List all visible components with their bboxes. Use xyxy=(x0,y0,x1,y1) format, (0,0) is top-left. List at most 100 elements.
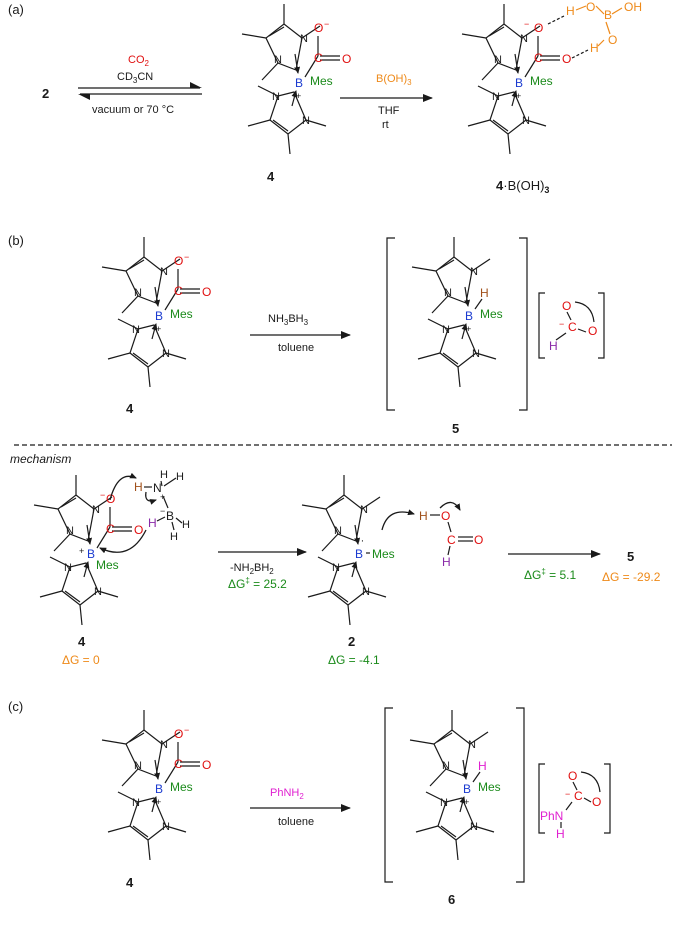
mechanism-compound-4: B + O − C O Mes N N N N xyxy=(34,475,143,625)
svg-text:C: C xyxy=(534,51,543,65)
svg-text:C: C xyxy=(568,320,577,334)
svg-text:N: N xyxy=(472,348,480,360)
svg-text:N: N xyxy=(520,33,528,45)
svg-text:−: − xyxy=(100,490,105,500)
mechanism-heading: mechanism xyxy=(10,452,71,466)
svg-text:N: N xyxy=(274,54,282,66)
svg-text:H: H xyxy=(549,339,558,353)
svg-text:N: N xyxy=(64,562,72,574)
svg-text:C: C xyxy=(574,789,583,803)
svg-text:O: O xyxy=(202,285,211,299)
svg-text:N: N xyxy=(92,504,100,516)
svg-text:B: B xyxy=(87,547,95,561)
svg-text:N: N xyxy=(132,324,140,336)
svg-text:N: N xyxy=(272,91,280,103)
svg-text:C: C xyxy=(174,757,183,771)
boric-h-top: H xyxy=(566,4,575,18)
svg-text:+: + xyxy=(156,797,161,807)
formic-acid-with-arrow: H O C O H xyxy=(381,501,483,569)
svg-text:N: N xyxy=(332,562,340,574)
boric-oh: OH xyxy=(624,0,642,14)
boric-acid-reagent: B(OH)3 xyxy=(376,73,412,87)
svg-text:H: H xyxy=(160,469,168,481)
svg-text:H: H xyxy=(419,509,428,523)
svg-text:B: B xyxy=(515,76,523,90)
svg-text:O: O xyxy=(342,52,351,66)
svg-text:N: N xyxy=(360,504,368,516)
compound-4-structure-b: B + O − C O Mes N N N N xyxy=(102,237,211,387)
aniline-reagent: PhNH2 xyxy=(270,787,304,801)
svg-text:N: N xyxy=(94,586,102,598)
barrier-2: ΔG‡ = 5.1 xyxy=(524,567,576,582)
svg-text:Mes: Mes xyxy=(170,780,193,794)
svg-text:N: N xyxy=(442,760,450,772)
svg-text:O: O xyxy=(174,254,183,268)
svg-text:N: N xyxy=(134,760,142,772)
svg-text:+: + xyxy=(160,492,165,502)
panel-c-label: (c) xyxy=(8,699,23,714)
mech-5-dg: ΔG = -29.2 xyxy=(602,570,661,584)
svg-text:PhN: PhN xyxy=(540,809,563,823)
svg-text:H: H xyxy=(134,480,143,494)
svg-text:N: N xyxy=(470,821,478,833)
toluene-b: toluene xyxy=(278,342,314,354)
svg-text:N: N xyxy=(470,266,478,278)
svg-text:H: H xyxy=(182,519,190,531)
svg-text:Mes: Mes xyxy=(372,547,395,561)
svg-text:O: O xyxy=(562,299,571,313)
svg-text:B: B xyxy=(166,509,174,523)
svg-text:C: C xyxy=(174,284,183,298)
svg-text:N: N xyxy=(302,115,310,127)
svg-text:H: H xyxy=(442,555,451,569)
bracket-right-formate xyxy=(598,292,605,359)
svg-text:B: B xyxy=(355,547,363,561)
svg-text:N: N xyxy=(494,54,502,66)
svg-text:N: N xyxy=(444,287,452,299)
svg-text:+: + xyxy=(516,91,521,101)
svg-text:+: + xyxy=(464,797,469,807)
svg-text:Mes: Mes xyxy=(170,307,193,321)
bracket-left-6 xyxy=(384,707,393,883)
svg-text:N: N xyxy=(440,797,448,809)
compound-4-label-a: 4 xyxy=(267,169,275,184)
mech-5-label: 5 xyxy=(627,549,634,564)
boronium-hydride-structure-5: B + H Mes N N N N xyxy=(412,237,503,387)
svg-text:+: + xyxy=(156,324,161,334)
compound-4-structure-c: B + O − C O Mes N N N N xyxy=(102,710,211,860)
svg-text:N: N xyxy=(300,33,308,45)
mech-2-label: 2 xyxy=(348,634,355,649)
svg-text:O: O xyxy=(592,795,601,809)
svg-text:··: ·· xyxy=(357,535,364,547)
adduct-label: 4·B(OH)3 xyxy=(496,178,549,195)
svg-text:N: N xyxy=(132,797,140,809)
svg-text:O: O xyxy=(534,21,543,35)
svg-text:N: N xyxy=(134,287,142,299)
svg-text:N: N xyxy=(468,739,476,751)
svg-text:O: O xyxy=(474,533,483,547)
co2-reagent: CO2 xyxy=(128,54,150,68)
mech-4-label: 4 xyxy=(78,634,86,649)
bracket-right-carbamate xyxy=(604,763,611,834)
svg-text:N: N xyxy=(442,324,450,336)
svg-text:B: B xyxy=(295,76,303,90)
svg-text:O: O xyxy=(588,324,597,338)
cd3cn-solvent: CD3CN xyxy=(117,71,153,85)
reverse-conditions: vacuum or 70 °C xyxy=(92,104,174,116)
mech-2-dg: ΔG = -4.1 xyxy=(328,653,380,667)
mechanism-compound-2: B ·· Mes N N N N xyxy=(302,475,395,625)
svg-text:−: − xyxy=(324,19,329,29)
compound-4-structure-a: B + O − C O Mes N N N N xyxy=(242,4,351,154)
boronium-hydride-structure-6: B + H Mes N N N N xyxy=(410,710,501,860)
byproduct-nh2bh2: -NH2BH2 xyxy=(230,562,274,576)
compound-4-label-b: 4 xyxy=(126,401,134,416)
svg-text:N: N xyxy=(153,481,162,495)
barrier-1: ΔG‡ = 25.2 xyxy=(228,576,287,591)
panel-a-label: (a) xyxy=(8,2,24,17)
bracket-left-carbamate xyxy=(538,763,545,834)
svg-text:C: C xyxy=(106,522,115,536)
svg-text:H: H xyxy=(170,531,178,543)
svg-text:−: − xyxy=(184,252,189,262)
svg-text:O: O xyxy=(314,21,323,35)
svg-text:+: + xyxy=(79,546,84,556)
svg-text:O: O xyxy=(562,52,571,66)
